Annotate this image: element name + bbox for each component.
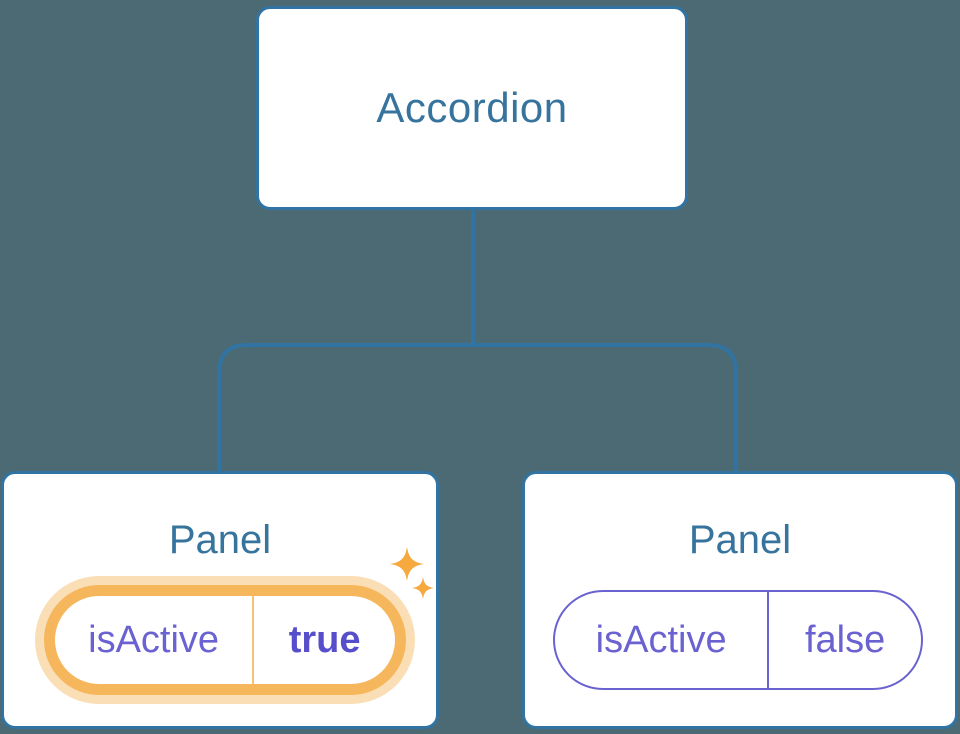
panel-node-active: Panel isActive true: [1, 471, 439, 729]
sparkle-icon: [390, 547, 424, 581]
pill-divider: [252, 596, 255, 684]
state-key-label: isActive: [595, 618, 727, 661]
state-key-label: isActive: [88, 618, 220, 661]
state-pill-inactive: isActive false: [553, 590, 923, 690]
sparkle-icon: [412, 577, 434, 599]
pill-divider: [767, 592, 770, 688]
state-pill-active: isActive true: [44, 585, 406, 695]
state-value-label: false: [804, 618, 886, 661]
accordion-node: Accordion: [256, 6, 688, 210]
connector-branch: [217, 343, 738, 473]
panel-node-title: Panel: [168, 518, 272, 562]
state-value-label: true: [288, 618, 361, 661]
panel-node-title: Panel: [688, 518, 792, 562]
panel-node-inactive: Panel isActive false: [522, 471, 958, 729]
accordion-node-label: Accordion: [376, 84, 568, 131]
